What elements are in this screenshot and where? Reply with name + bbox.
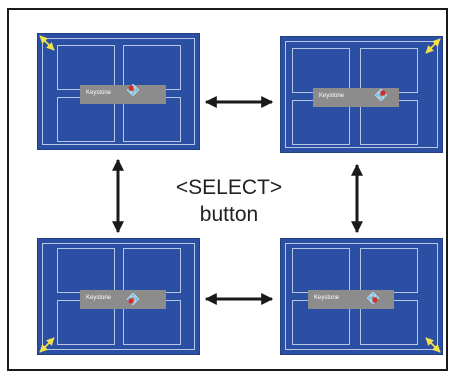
screen-cell [123,45,181,90]
screen-cell [292,48,350,93]
screen-cell [292,248,350,293]
screen-border [285,243,438,350]
keystone-osd: Keystone [308,290,394,309]
screen-top-left: Keystone [37,33,200,150]
screen-cell [360,248,418,293]
keystone-osd: Keystone [313,88,399,107]
screen-bottom-left: Keystone [37,238,200,355]
keystone-label: Keystone [86,295,112,301]
screen-cell [57,45,115,90]
screen-bottom-right: Keystone [280,238,443,355]
screen-top-right: Keystone [280,36,443,153]
select-label: <SELECT> [175,176,283,199]
screen-cell [360,48,418,93]
button-label: button [199,203,259,226]
screen-border [285,41,438,148]
keystone-label: Keystone [86,90,112,96]
keystone-osd: Keystone [80,85,166,104]
screen-border [42,38,195,145]
screen-cell [57,248,115,293]
keystone-label: Keystone [319,93,345,99]
keystone-label: Keystone [314,295,340,301]
screen-border [42,243,195,350]
screen-cell [123,248,181,293]
keystone-osd: Keystone [80,290,166,309]
